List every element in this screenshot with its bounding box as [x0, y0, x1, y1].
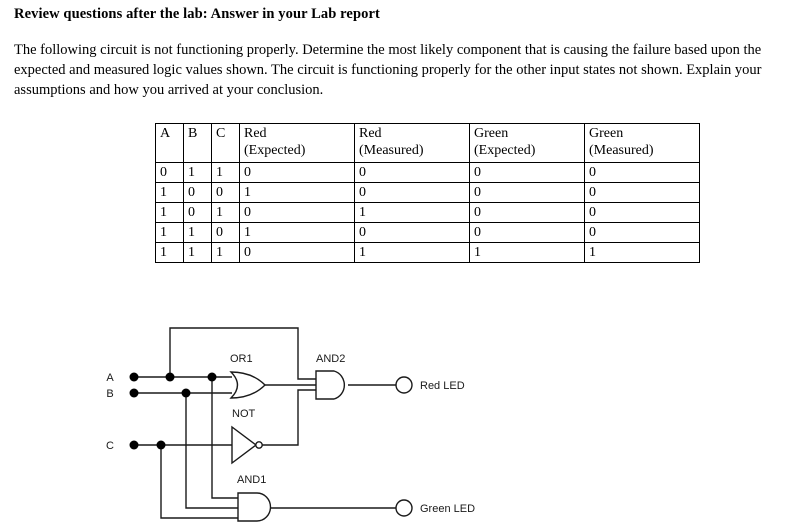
junction-dot-a-and1 [207, 372, 217, 382]
cell-c: 1 [211, 162, 240, 183]
cell-c: 0 [211, 182, 240, 203]
input-label-c: C [106, 440, 114, 452]
truth-table-container: A B C Red (Expected) [155, 123, 700, 263]
question-paragraph: The following circuit is not functioning… [14, 42, 762, 98]
cell-red-expected: 0 [239, 162, 355, 183]
cell-b: 1 [183, 222, 212, 243]
table-row: 1 0 1 0 1 0 0 [155, 202, 700, 223]
cell-green-expected: 0 [469, 202, 585, 223]
cell-green-measured: 0 [584, 182, 700, 203]
junction-dot-c-and1 [156, 440, 166, 450]
wire-not-to-and2 [262, 389, 316, 446]
cell-c: 0 [211, 222, 240, 243]
table-header-red-expected: Red (Expected) [239, 123, 355, 163]
junction-dot-b-and1 [181, 388, 191, 398]
and-gate-body [315, 370, 346, 400]
table-header-b: B [183, 123, 212, 163]
cell-a: 1 [155, 202, 184, 223]
junction-dot-group [129, 372, 217, 450]
table-header-green-expected: Green (Expected) [469, 123, 585, 163]
cell-b: 0 [183, 182, 212, 203]
truth-table: A B C Red (Expected) [155, 123, 700, 263]
table-header-red-measured: Red (Measured) [354, 123, 470, 163]
header-line-1: Red [244, 126, 267, 141]
and-gate-and2[interactable] [315, 370, 346, 400]
header-line-1: Green [589, 126, 624, 141]
cell-green-measured: 1 [584, 242, 700, 263]
cell-a: 1 [155, 222, 184, 243]
table-row: 1 1 0 1 0 0 0 [155, 222, 700, 243]
header-line-2: (Measured) [359, 143, 424, 158]
cell-red-measured: 0 [354, 162, 470, 183]
cell-green-measured: 0 [584, 222, 700, 243]
cell-red-expected: 0 [239, 242, 355, 263]
red-led-symbol[interactable] [395, 376, 413, 394]
header-line-2: (Expected) [474, 143, 536, 158]
cell-green-expected: 1 [469, 242, 585, 263]
header-line-2: (Expected) [244, 143, 306, 158]
cell-b: 1 [183, 162, 212, 183]
not-gate-bubble [255, 441, 263, 449]
cell-red-expected: 1 [239, 222, 355, 243]
junction-dot-a-feedback [165, 372, 175, 382]
green-led-label: Green LED [420, 503, 475, 515]
header-line-1: A [160, 126, 171, 141]
cell-red-expected: 1 [239, 182, 355, 203]
page-title: Review questions after the lab: Answer i… [14, 6, 380, 22]
cell-red-measured: 0 [354, 222, 470, 243]
cell-green-expected: 0 [469, 222, 585, 243]
terminal-dot-b [129, 388, 139, 398]
or-gate-or1[interactable] [229, 371, 266, 399]
header-line-1: Green [474, 126, 509, 141]
gate-label-or1: OR1 [230, 353, 253, 365]
table-header-c: C [211, 123, 240, 163]
gate-label-not: NOT [232, 408, 256, 420]
cell-green-measured: 0 [584, 162, 700, 183]
wire-c-to-and1 [160, 445, 238, 519]
input-label-a: A [106, 372, 114, 384]
table-header-green-measured: Green (Measured) [584, 123, 700, 163]
table-row: 0 1 1 0 0 0 0 [155, 162, 700, 183]
cell-b: 0 [183, 202, 212, 223]
cell-c: 1 [211, 202, 240, 223]
cell-c: 1 [211, 242, 240, 263]
and-gate-body [237, 492, 272, 522]
gate-label-and2: AND2 [316, 353, 345, 365]
table-row: 1 1 1 0 1 1 1 [155, 242, 700, 263]
wire-group [134, 327, 396, 519]
red-led-label: Red LED [420, 380, 465, 392]
table-header-row: A B C Red (Expected) [155, 123, 700, 163]
table-row: 1 0 0 1 0 0 0 [155, 182, 700, 203]
header-line-1: C [216, 126, 226, 141]
cell-a: 0 [155, 162, 184, 183]
not-gate[interactable] [231, 425, 263, 465]
wire-a-to-and1 [211, 377, 238, 499]
cell-a: 1 [155, 182, 184, 203]
table-header-a: A [155, 123, 184, 163]
green-led-symbol[interactable] [395, 499, 413, 517]
wire-a-to-and2 [169, 327, 316, 380]
or-gate-body [229, 371, 266, 399]
terminal-dot-a [129, 372, 139, 382]
cell-red-measured: 1 [354, 242, 470, 263]
header-line-1: B [188, 126, 198, 141]
cell-b: 1 [183, 242, 212, 263]
not-gate-body [231, 425, 258, 465]
input-label-b: B [106, 388, 113, 400]
header-line-1: Red [359, 126, 382, 141]
cell-green-measured: 0 [584, 202, 700, 223]
gate-label-and1: AND1 [237, 474, 266, 486]
terminal-dot-c [129, 440, 139, 450]
cell-a: 1 [155, 242, 184, 263]
circuit-diagram: A B C OR1 NOT AND1 AND2 Red LED Green LE… [0, 300, 786, 530]
cell-green-expected: 0 [469, 162, 585, 183]
cell-red-expected: 0 [239, 202, 355, 223]
header-line-2: (Measured) [589, 143, 654, 158]
and-gate-and1[interactable] [237, 492, 272, 522]
cell-red-measured: 0 [354, 182, 470, 203]
cell-green-expected: 0 [469, 182, 585, 203]
cell-red-measured: 1 [354, 202, 470, 223]
wire-b-to-and1 [185, 393, 238, 509]
